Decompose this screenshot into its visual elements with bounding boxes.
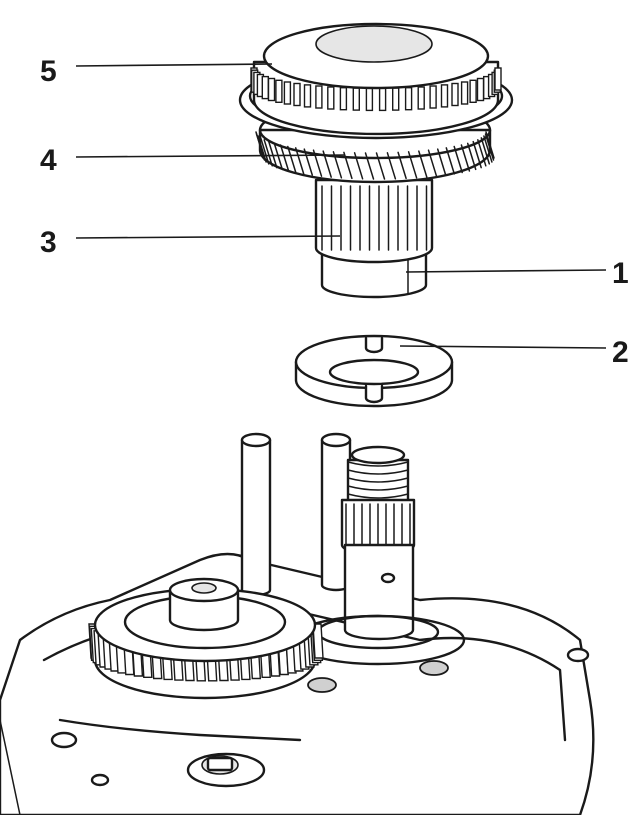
- part-2-thrust-washer: [294, 334, 454, 408]
- gear-tooth: [460, 81, 469, 105]
- gear-tooth: [352, 87, 360, 111]
- mounting-hole-bottom: [90, 773, 110, 787]
- lower-housing: [0, 432, 595, 815]
- thread-line: [347, 461, 409, 467]
- output-shaft: [290, 445, 466, 666]
- gear-tooth: [469, 79, 477, 104]
- callout-2-label: 2: [612, 336, 629, 369]
- gear-tooth: [293, 82, 301, 107]
- callout-1-label: 1: [612, 257, 629, 290]
- part-3-splined-shaft: [314, 178, 434, 264]
- helical-tooth-line: [257, 135, 267, 163]
- gear-tooth: [404, 86, 413, 111]
- gear-tooth: [267, 77, 276, 102]
- helical-tooth-line: [259, 137, 270, 165]
- gear-tooth: [417, 86, 425, 110]
- part-5-upper-gear: [250, 22, 502, 136]
- part-4-helical-gear: [255, 100, 495, 184]
- helical-tooth-line: [287, 145, 297, 174]
- thread-line: [347, 477, 409, 483]
- gear-tooth: [261, 75, 269, 100]
- helical-tooth-line: [263, 139, 273, 167]
- thread-line: [347, 485, 409, 491]
- upper-gear-assembly: [238, 22, 514, 299]
- pedestal-left: [307, 677, 337, 693]
- helical-tooth-line: [294, 147, 305, 175]
- guide-pin-left: [240, 432, 272, 597]
- callout-3-label: 3: [40, 226, 57, 259]
- callout-4-label: 4: [40, 144, 57, 177]
- helical-tooth-line: [273, 142, 284, 171]
- gear-tooth: [365, 87, 374, 112]
- gear-tooth: [327, 86, 335, 110]
- drain-plug: [186, 752, 266, 788]
- mounting-hole-right: [566, 647, 590, 663]
- gear-tooth: [378, 87, 387, 112]
- callout-2: 2: [399, 336, 629, 369]
- thread-line: [347, 469, 409, 475]
- callout-4: 4: [40, 144, 345, 177]
- helical-tooth-line: [477, 139, 487, 167]
- gear-tooth: [429, 85, 437, 109]
- pedestal-right: [419, 660, 449, 676]
- callouts: 5 4 3 1 2: [40, 55, 629, 369]
- gear-tooth: [476, 77, 485, 102]
- helical-tooth-line: [268, 140, 278, 169]
- driven-gear: [88, 577, 324, 700]
- helical-tooth-line: [472, 140, 482, 169]
- mounting-hole-left: [50, 731, 78, 749]
- helical-tooth-line: [466, 142, 477, 171]
- helical-tooth-line: [480, 137, 491, 165]
- helical-tooth-line: [279, 144, 290, 172]
- gear-tooth: [315, 85, 323, 109]
- callout-5-label: 5: [40, 55, 57, 88]
- gear-tooth: [339, 86, 348, 111]
- helical-tooth-line: [483, 135, 493, 163]
- callout-3: 3: [40, 226, 341, 259]
- gear-tooth: [275, 79, 283, 104]
- thread-line: [347, 493, 409, 499]
- gear-tooth: [303, 84, 312, 108]
- gear-tooth: [440, 84, 449, 108]
- callout-5: 5: [40, 55, 273, 88]
- driven-gear-tooth: [312, 623, 324, 659]
- gear-tooth: [283, 81, 292, 105]
- gear-tooth: [494, 67, 502, 91]
- gear-tooth: [451, 82, 459, 107]
- gear-tooth: [392, 87, 400, 111]
- callout-1: 1: [405, 257, 629, 290]
